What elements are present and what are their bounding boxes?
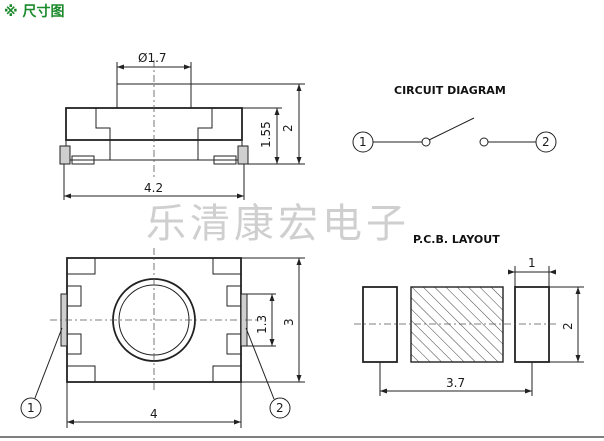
dim-top-height: 3 — [282, 318, 296, 326]
watermark-text: 乐清康宏电子 — [146, 201, 410, 247]
callout-2-symbol — [269, 397, 291, 419]
terminal-2-label: 2 — [542, 135, 550, 149]
pcb-layout: P.C.B. LAYOUT 1 2 3.7 — [354, 233, 584, 396]
terminal-2-symbol — [535, 131, 557, 153]
circuit-diagram: CIRCUIT DIAGRAM 1 2 — [352, 84, 557, 153]
side-terminal-left — [59, 145, 71, 165]
side-step-left — [95, 108, 111, 140]
dim-pad-height: 2 — [561, 322, 575, 330]
callout-2-label: 2 — [276, 401, 284, 415]
callout-1-symbol — [20, 397, 42, 419]
top-view: 1.3 3 4 1 2 — [20, 248, 305, 428]
pcb-keepout-area — [410, 286, 504, 363]
dim-total-height: 2 — [281, 124, 295, 132]
callout-leader-2 — [245, 327, 275, 400]
callout-1-label: 1 — [27, 401, 35, 415]
side-terminal-right — [237, 145, 249, 165]
circuit-title: CIRCUIT DIAGRAM — [394, 84, 506, 97]
pcb-pad-left — [362, 286, 398, 363]
terminal-1-label: 1 — [359, 135, 367, 149]
dim-pin-span: 1.3 — [255, 315, 269, 334]
dim-pad-width: 1 — [528, 256, 536, 270]
side-view: Ø1.7 1.55 2 4.2 — [59, 51, 305, 200]
callout-leader-1 — [34, 327, 63, 399]
dim-top-width: 4 — [150, 407, 158, 421]
dim-total-width: 3.7 — [446, 376, 465, 390]
side-step-right — [197, 108, 213, 140]
page-title: ※ 尺寸图 — [4, 3, 64, 20]
switch-lever — [428, 117, 475, 141]
pcb-title: P.C.B. LAYOUT — [413, 233, 500, 246]
dim-side-width: 4.2 — [144, 181, 163, 195]
dim-actuator-diameter: Ø1.7 — [138, 51, 167, 65]
contact-right — [479, 137, 489, 147]
contact-left — [421, 137, 431, 147]
pcb-pad-right — [514, 286, 550, 363]
dim-actuator-height: 1.55 — [259, 121, 273, 148]
